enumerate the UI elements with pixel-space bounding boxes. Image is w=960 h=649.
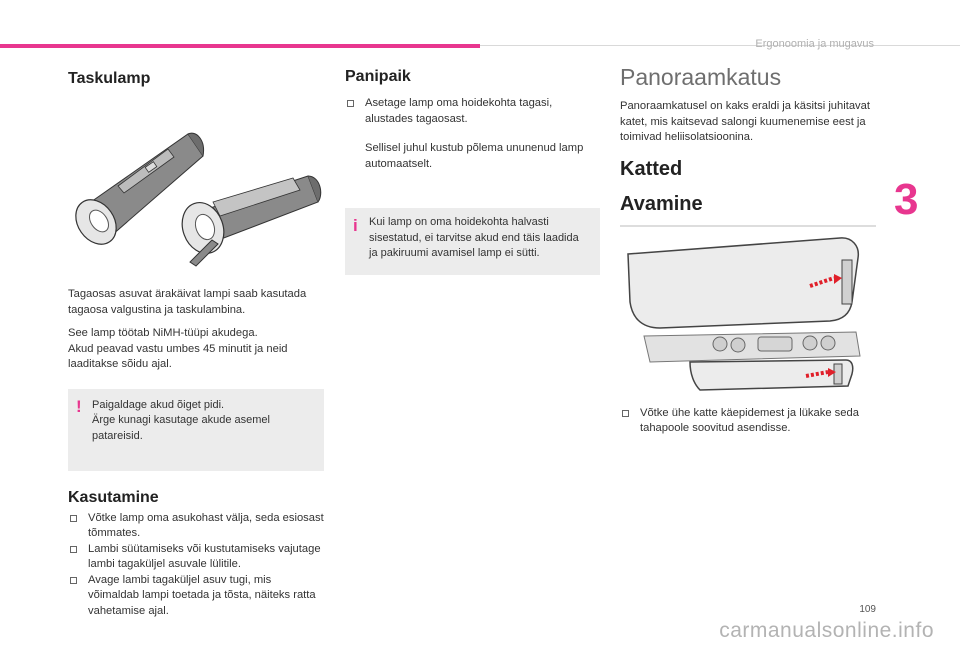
warning-icon: !	[76, 396, 82, 416]
rear-blind-image	[689, 358, 854, 391]
roof-console-image	[643, 330, 861, 363]
heading-avamine: Avamine	[620, 192, 703, 215]
heading-panipaik: Panipaik	[345, 68, 411, 85]
usage-bullet-2: Lambi süütamiseks või kustutamiseks vaju…	[68, 542, 324, 573]
taskulamp-paragraph-2b: Akud peavad vastu umbes 45 minutit ja ne…	[68, 342, 288, 371]
flashlight-illustration	[75, 132, 322, 267]
lamp-left-image	[75, 132, 205, 245]
heading-katted: Katted	[620, 157, 683, 180]
section-title: Ergonoomia ja mugavus	[755, 38, 874, 50]
column-panipaik: Panipaik Asetage lamp oma hoidekohta tag…	[345, 60, 600, 275]
warning-line-1: Paigaldage akud õiget pidi.	[92, 398, 225, 411]
info-box: i Kui lamp on oma hoidekohta halvasti si…	[345, 208, 600, 275]
opening-bullet-1: Võtke ühe katte käepidemest ja lükake se…	[620, 406, 876, 437]
sunroof-illustration	[620, 223, 876, 394]
bullet-box-icon	[622, 409, 629, 417]
usage-bullet-1: Võtke lamp oma asukohast välja, seda esi…	[68, 511, 324, 542]
column-panoraamkatus: Panoraamkatus Panoraamkatusel on kaks er…	[620, 60, 876, 437]
warning-line-2: Ärge kunagi kasutage akude asemel patare…	[92, 414, 270, 442]
header-divider	[480, 45, 960, 46]
info-text: Kui lamp on oma hoidekohta halvasti sise…	[369, 216, 579, 259]
page-number: 109	[859, 604, 876, 615]
usage-bullet-3: Avage lambi tagaküljel asuv tugi, mis võ…	[68, 573, 324, 620]
heading-taskulamp: Taskulamp	[68, 70, 151, 87]
lamp-right-image	[181, 175, 322, 267]
storage-paragraph: Sellisel juhul kustub põlema ununenud la…	[365, 142, 584, 170]
watermark: carmanualsonline.info	[719, 619, 934, 642]
header-accent-bar	[0, 44, 480, 48]
heading-kasutamine: Kasutamine	[68, 488, 159, 506]
warning-box: ! Paigaldage akud õiget pidi. Ärge kunag…	[68, 388, 324, 471]
taskulamp-paragraph-2a: See lamp töötab NiMH-tüüpi akudega.	[68, 327, 258, 339]
chapter-number: 3	[894, 175, 919, 224]
bullet-box-icon	[70, 514, 77, 522]
front-blind-image	[627, 236, 860, 329]
storage-bullet-1: Asetage lamp oma hoidekohta tagasi, alus…	[345, 96, 600, 127]
bullet-box-icon	[347, 100, 354, 107]
panorama-paragraph: Panoraamkatusel on kaks eraldi ja käsits…	[620, 100, 870, 143]
column-taskulamp: Taskulamp Tagaosas asuvat ärakäivat lamp…	[68, 60, 324, 619]
info-icon: i	[353, 216, 358, 235]
bullet-box-icon	[70, 545, 77, 553]
bullet-box-icon	[70, 576, 77, 584]
heading-panoraamkatus: Panoraamkatus	[620, 64, 782, 90]
taskulamp-paragraph-1: Tagaosas asuvat ärakäivat lampi saab kas…	[68, 288, 307, 316]
